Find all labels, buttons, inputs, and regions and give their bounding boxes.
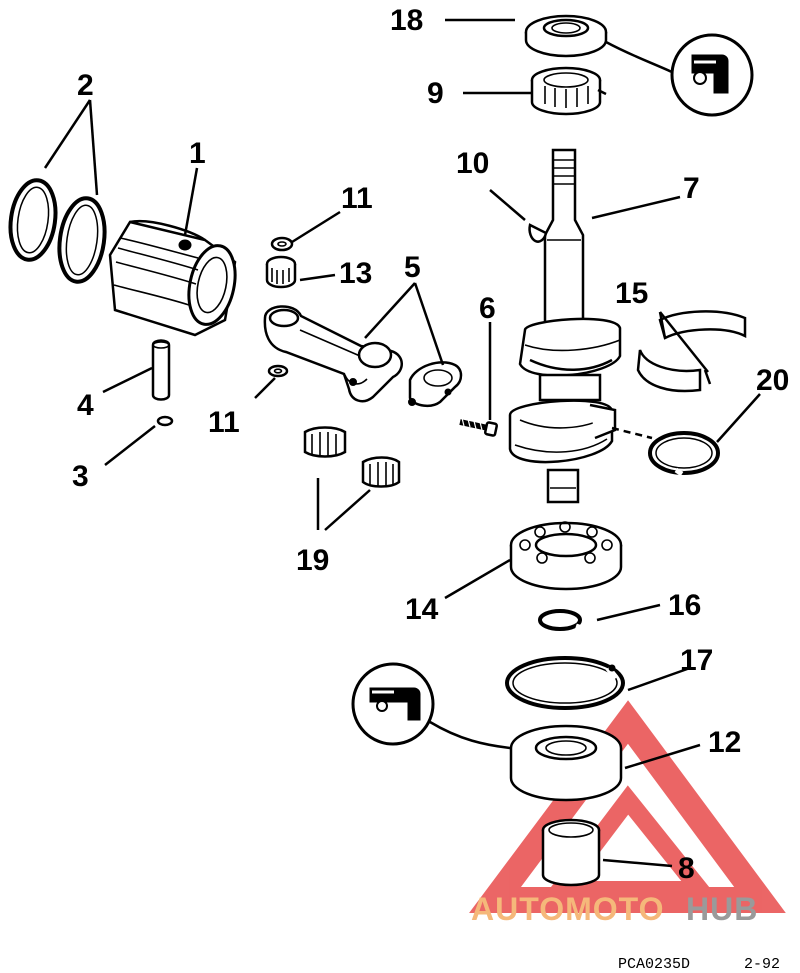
callout-2: 2 [77, 69, 94, 102]
figure-code: PCA0235D [618, 956, 690, 973]
part-11-thrust-washer-lower [267, 364, 289, 378]
part-6-screw [459, 417, 499, 437]
part-3-retaining-ring [156, 415, 174, 427]
part-7-crankshaft [508, 148, 622, 504]
part-11-thrust-washer-upper [270, 236, 294, 252]
part-8-bushing [541, 818, 601, 887]
dashed-guide-line [611, 426, 653, 440]
callout-7: 7 [683, 172, 700, 205]
part-9-bearing [530, 66, 607, 116]
part-16-snap-ring [538, 609, 583, 631]
callout-14: 14 [405, 593, 439, 626]
part-14-ball-bearing [509, 521, 623, 591]
part-10-woodruff-key [528, 223, 548, 243]
watermark-text: AUTOMOTO HUB [471, 891, 758, 927]
figure-date: 2-92 [744, 956, 780, 973]
part-1-piston [108, 219, 237, 337]
part-18-seal [524, 14, 608, 58]
callout-18: 18 [390, 4, 423, 37]
callout-15: 15 [615, 277, 648, 310]
part-20-ring [648, 431, 720, 477]
part-15-bearing-halves [636, 310, 747, 393]
callout-4: 4 [77, 389, 94, 422]
part-12-seal [509, 724, 623, 802]
sealant-symbol-icon-lower [351, 662, 511, 750]
callout-11-upper: 11 [341, 182, 373, 215]
callout-10: 10 [456, 147, 489, 180]
part-17-retaining-ring [505, 656, 625, 710]
part-5-connecting-rod [263, 305, 463, 407]
part-2-piston-rings [8, 178, 107, 284]
callout-9: 9 [427, 77, 444, 110]
part-13-needle-bearing [265, 255, 297, 289]
callout-13: 13 [339, 257, 372, 290]
callout-12: 12 [708, 726, 741, 759]
leader-lines [43, 18, 761, 868]
callout-19: 19 [296, 544, 329, 577]
watermark-text-automoto: AUTOMOTO [471, 891, 664, 927]
callout-17: 17 [680, 644, 713, 677]
callout-20: 20 [756, 364, 789, 397]
callout-5: 5 [404, 251, 421, 284]
callout-numbers: 18 9 2 1 10 7 11 13 5 15 6 20 4 11 3 19 … [72, 4, 789, 885]
callout-8: 8 [678, 852, 695, 885]
part-19-bearing-cages [303, 426, 401, 488]
sealant-symbol-icon [605, 33, 754, 117]
part-4-wrist-pin [151, 339, 171, 401]
watermark-text-hub: HUB [686, 891, 758, 927]
callout-1: 1 [189, 137, 206, 170]
callout-16: 16 [668, 589, 701, 622]
callout-3: 3 [72, 460, 89, 493]
callout-6: 6 [479, 292, 496, 325]
callout-11-lower: 11 [208, 406, 240, 439]
